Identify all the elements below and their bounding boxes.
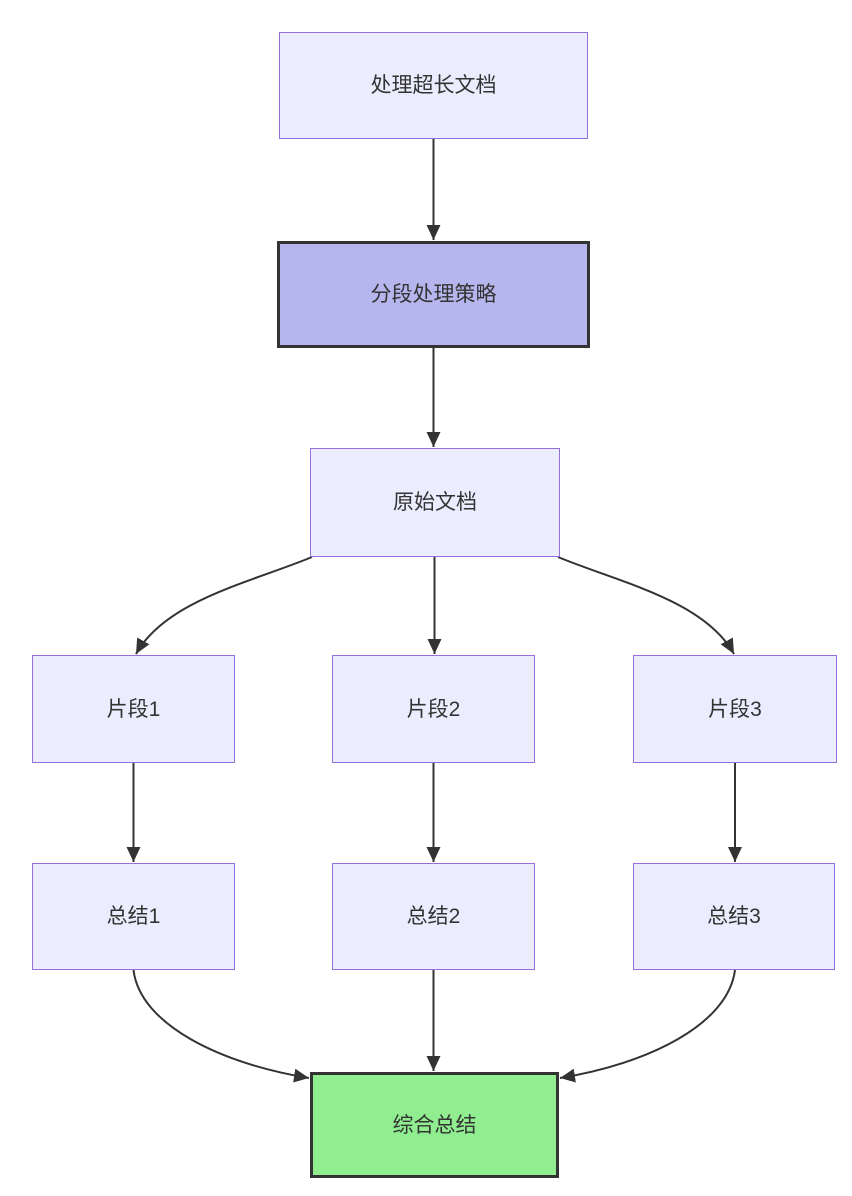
node-fragment-1: 片段1 [32, 655, 235, 763]
node-label: 总结1 [106, 905, 161, 928]
edge-sum1-to-final [132, 969, 310, 1083]
edge-original-to-frag1 [135, 556, 313, 655]
node-label: 原始文档 [393, 491, 477, 514]
node-original-document: 原始文档 [310, 448, 560, 557]
node-combined-summary: 综合总结 [310, 1072, 559, 1178]
node-summary-1: 总结1 [32, 863, 235, 970]
node-process-long-document: 处理超长文档 [279, 32, 588, 139]
node-label: 分段处理策略 [370, 283, 497, 306]
node-label: 处理超长文档 [370, 74, 497, 97]
edge-original-to-frag3 [557, 556, 735, 655]
node-fragment-2: 片段2 [332, 655, 535, 763]
node-label: 片段3 [708, 697, 762, 721]
node-label: 综合总结 [392, 1113, 477, 1137]
node-summary-3: 总结3 [633, 863, 835, 970]
edge-sum3-to-final [559, 969, 736, 1083]
node-fragment-3: 片段3 [633, 655, 837, 763]
node-segmentation-strategy: 分段处理策略 [277, 241, 590, 348]
node-summary-2: 总结2 [332, 863, 535, 970]
node-label: 总结2 [406, 905, 461, 928]
node-label: 片段2 [406, 697, 461, 721]
node-label: 片段1 [106, 697, 161, 721]
node-label: 总结3 [707, 905, 761, 928]
